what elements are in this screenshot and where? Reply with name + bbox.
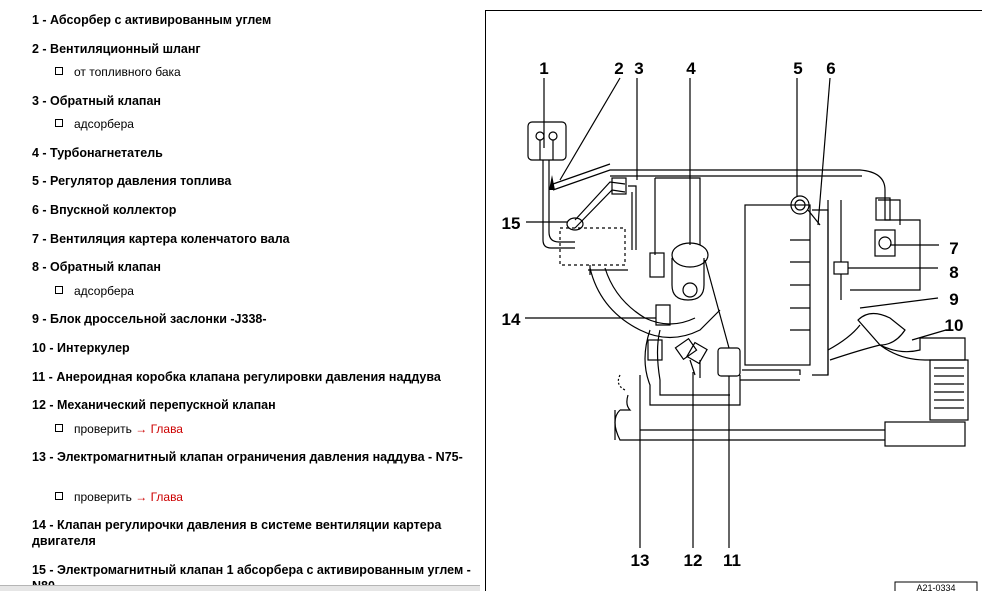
callout-11: 11 — [723, 551, 741, 570]
callout-6: 6 — [826, 59, 835, 78]
chapter-link[interactable]: → Глава — [135, 490, 183, 504]
callout-1: 1 — [539, 59, 548, 78]
solenoid-valve-n75 — [647, 339, 663, 361]
intercooler — [929, 359, 969, 421]
turbocharger — [671, 242, 709, 268]
callout-13: 13 — [631, 551, 650, 570]
crankcase-breather — [874, 229, 896, 257]
callout-3: 3 — [634, 59, 643, 78]
legend-subitem-3: адсорбера — [55, 116, 134, 132]
callout-15: 15 — [502, 214, 521, 233]
legend-item-3: 3 - Обратный клапан — [32, 94, 161, 108]
legend-item-10: 10 - Интеркулер — [32, 341, 130, 355]
charcoal-canister — [527, 121, 567, 161]
checkbox-bullet-icon — [55, 119, 63, 127]
callout-10: 10 — [945, 316, 964, 335]
legend-subitem-13: проверить → Глава — [55, 489, 183, 505]
legend-panel: 1 - Абсорбер с активированным углем 2 - … — [0, 0, 480, 591]
canister-port-icon — [535, 131, 545, 141]
legend-item-14: 14 - Клапан регулирочки давления в систе… — [32, 518, 442, 548]
check-valve-3 — [611, 177, 627, 195]
legend-item-2: 2 - Вентиляционный шланг — [32, 42, 201, 56]
legend-item-13: 13 - Электромагнитный клапан ограничения… — [32, 450, 463, 464]
callout-9: 9 — [949, 290, 958, 309]
fuel-pressure-regulator — [790, 195, 810, 215]
chapter-link[interactable]: → Глава — [135, 422, 183, 436]
callout-2: 2 — [614, 59, 623, 78]
legend-item-7: 7 - Вентиляция картера коленчатого вала — [32, 232, 290, 246]
legend-item-1: 1 - Абсорбер с активированным углем — [32, 13, 272, 27]
checkbox-bullet-icon — [55, 424, 63, 432]
callout-4: 4 — [686, 59, 696, 78]
solenoid-valve-n80 — [566, 217, 584, 231]
legend-item-12: 12 - Механический перепускной клапан — [32, 398, 276, 412]
horizontal-scrollbar[interactable] — [0, 585, 480, 591]
legend-item-6: 6 - Впускной коллектор — [32, 203, 177, 217]
checkbox-bullet-icon — [55, 492, 63, 500]
callout-8: 8 — [949, 263, 958, 282]
checkbox-bullet-icon — [55, 286, 63, 294]
legend-item-5: 5 - Регулятор давления топлива — [32, 174, 232, 188]
callout-12: 12 — [684, 551, 703, 570]
legend-subitem-2: от топливного бака — [55, 64, 181, 80]
check-valve-8 — [833, 261, 849, 275]
canister-port-icon — [548, 131, 558, 141]
callout-7: 7 — [949, 239, 958, 258]
callout-5: 5 — [793, 59, 802, 78]
legend-item-9: 9 - Блок дроссельной заслонки -J338- — [32, 312, 267, 326]
figure-code: A21-0334 — [916, 583, 955, 591]
bypass-valve — [674, 337, 698, 361]
callout-14: 14 — [502, 310, 521, 329]
checkbox-bullet-icon — [55, 67, 63, 75]
wastegate-capsule — [717, 347, 741, 377]
throttle-body — [857, 312, 906, 346]
legend-item-8: 8 - Обратный клапан — [32, 260, 161, 274]
legend-subitem-8: адсорбера — [55, 283, 134, 299]
diagram-frame — [485, 10, 982, 591]
legend-subitem-12: проверить → Глава — [55, 421, 183, 437]
legend-item-4: 4 - Турбонагнетатель — [32, 146, 163, 160]
legend-item-11: 11 - Анероидная коробка клапана регулиро… — [32, 370, 441, 384]
